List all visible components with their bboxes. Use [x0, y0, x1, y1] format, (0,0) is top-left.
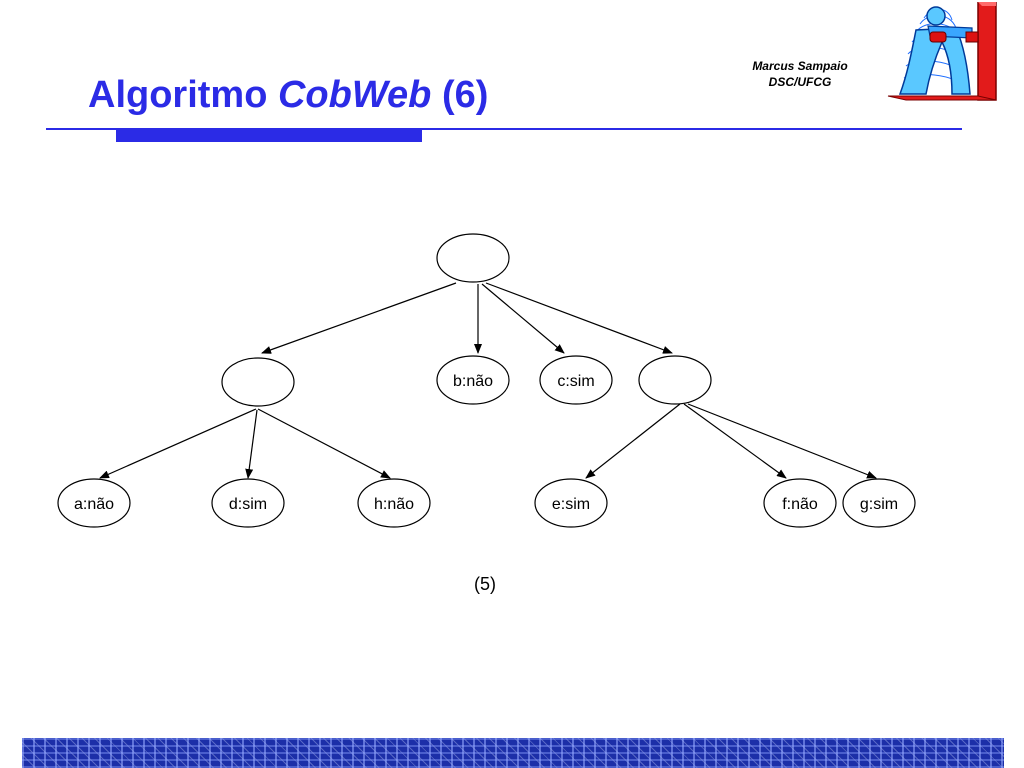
node-h [357, 478, 431, 528]
node-label-c: c:sim [557, 373, 594, 390]
author-block: Marcus Sampaio DSC/UFCG [740, 58, 860, 90]
title-underline [46, 128, 962, 130]
node-label-b: b:não [453, 373, 493, 390]
node-root [436, 233, 510, 283]
edge-root-c [481, 283, 565, 354]
node-label-d: d:sim [229, 496, 267, 513]
edge-right-e [585, 403, 681, 479]
author-affiliation: DSC/UFCG [768, 75, 832, 89]
edge-right-g [687, 403, 877, 479]
node-b [436, 355, 510, 405]
title-suffix: (6) [431, 74, 489, 116]
node-label-h: h:não [374, 496, 414, 513]
edge-root-left-cluster [261, 282, 457, 354]
node-label-g: g:sim [860, 496, 898, 513]
node-label-a: a:não [74, 496, 114, 513]
diagram-caption: (5) [474, 574, 496, 594]
title-accent-bar [116, 130, 422, 142]
node-label-f: f:não [782, 496, 818, 513]
node-f [763, 478, 837, 528]
edge-root-right-cluster [485, 282, 673, 354]
edge-right-f [683, 403, 787, 479]
node-g [842, 478, 916, 528]
node-d [211, 478, 285, 528]
node-label-e: e:sim [552, 496, 590, 513]
edge-left-a [99, 408, 257, 479]
node-e [534, 478, 608, 528]
node-right-cluster [638, 355, 712, 405]
node-a [57, 478, 131, 528]
page-title: Algoritmo CobWeb (6) [88, 72, 488, 118]
node-c [539, 355, 613, 405]
edge-left-h [257, 408, 391, 479]
author-name: Marcus Sampaio [752, 59, 848, 73]
footer-circuit-band [22, 738, 1004, 768]
title-emphasis: CobWeb [277, 74, 432, 116]
edge-left-d [245, 409, 258, 479]
person-pushing-wall-icon [887, 2, 997, 101]
title-text: Algoritmo [88, 74, 278, 116]
node-left-cluster [221, 357, 295, 407]
